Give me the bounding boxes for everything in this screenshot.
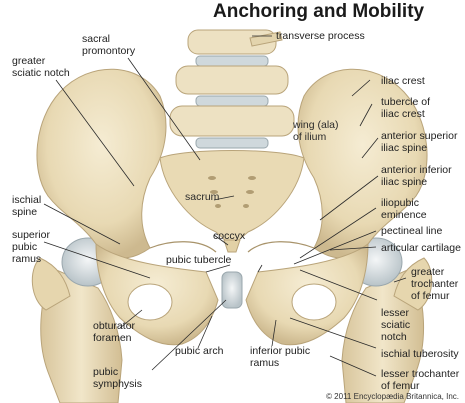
leader-lines [43,35,407,377]
label-greater-trochanter: greater trochanter of femur [411,266,459,302]
label-transverse-process: transverse process [276,30,365,42]
coccyx-bone [223,239,241,253]
right-ilium [297,68,428,259]
label-sacral-promontory: sacral promontory [82,33,136,57]
label-lesser-trochanter: lesser trochanter of femur [381,368,460,392]
label-pubic-tubercle: pubic tubercle [166,254,232,266]
left-greater-trochanter [31,257,71,311]
label-inferior-pubic-ramus: inferior pubic ramus [250,345,311,369]
left-ilium [36,68,167,259]
label-articular-cartilage: articular cartilage [381,242,461,254]
label-ischial-tuberosity: ischial tuberosity [381,348,459,360]
label-sacrum: sacrum [185,191,220,203]
label-superior-pubic-ramus: superior pubic ramus [12,229,50,265]
label-pubic-arch: pubic arch [175,345,224,357]
label-coccyx: coccyx [213,230,246,242]
label-pubic-symphysis: pubic symphysis [93,366,143,390]
right-greater-trochanter [393,257,433,311]
label-anterior-superior-iliac-spine: anterior superior iliac spine [381,130,458,154]
label-iliac-crest: iliac crest [381,75,425,87]
label-pectineal-line: pectineal line [381,225,443,237]
label-lesser-sciatic-notch: lesser sciatic notch [381,307,411,343]
sacrum-bone [159,150,305,247]
pelvic-inlet [149,241,315,253]
label-ischial-spine: ischial spine [12,194,42,218]
label-anterior-inferior-iliac-spine: anterior inferior iliac spine [381,164,452,188]
left-obturator-foramen [127,283,173,321]
label-greater-sciatic-notch: greater sciatic notch [12,55,70,79]
right-obturator-foramen [291,283,337,321]
pubic-symphysis-cartilage [221,271,243,309]
label-wing-of-ilium: wing (ala) of ilium [293,119,339,143]
copyright-notice: © 2011 Encyclopædia Britannica, Inc. [326,392,459,401]
label-iliopubic-eminence: iliopubic eminence [381,197,427,221]
lumbar-spine [169,29,295,149]
label-obturator-foramen: obturator foramen [93,320,136,344]
label-tubercle-of-iliac-crest: tubercle of iliac crest [381,96,431,120]
sacral-foramina [208,176,256,208]
diagram-title: Anchoring and Mobility [213,1,425,22]
